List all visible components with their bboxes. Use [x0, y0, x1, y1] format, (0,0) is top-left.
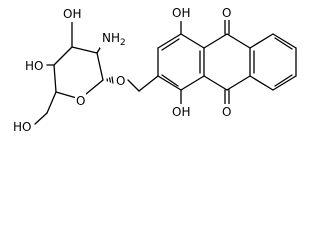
bond-o-ch2: [127, 79, 140, 92]
quinone-ring: [203, 19, 251, 105]
label-ch2oh: HO: [13, 120, 31, 134]
bond-c3-c2: [71, 46, 98, 54]
bond-c5-c4: [53, 64, 57, 93]
bond-ch2-aromatic: [138, 75, 159, 92]
structure-diagram: OH HO NH2 O O HO OH OH O O: [12, 5, 297, 135]
bond-c6-oh: [34, 112, 48, 125]
sugar-ring: [53, 46, 104, 100]
label-nh2: NH2: [102, 31, 126, 48]
label-ring-o: O: [76, 94, 85, 108]
hashed-bond-c1-o: [106, 76, 114, 84]
bond-c4-c3: [53, 46, 73, 66]
label-glycosidic-o: O: [116, 74, 125, 88]
label-oh-sugar-left: HO: [25, 59, 43, 73]
label-oh-anthra-top: OH: [172, 6, 190, 20]
label-oh-anthra-bottom: OH: [172, 105, 190, 119]
atom-labels: OH HO NH2 O O HO OH OH O O: [12, 5, 233, 135]
label-oh-sugar-top: OH: [63, 7, 81, 21]
bond-c2-c1: [96, 52, 104, 81]
aromatic-ring-right: [249, 33, 297, 91]
linker: [127, 75, 159, 92]
label-ketone-top: O: [222, 6, 231, 20]
bond-c5-c6: [46, 91, 57, 114]
aromatic-ring-left: [157, 33, 205, 91]
molecule-drawing: OH HO NH2 O O HO OH OH O O: [12, 5, 297, 135]
label-ketone-bottom: O: [222, 105, 231, 119]
